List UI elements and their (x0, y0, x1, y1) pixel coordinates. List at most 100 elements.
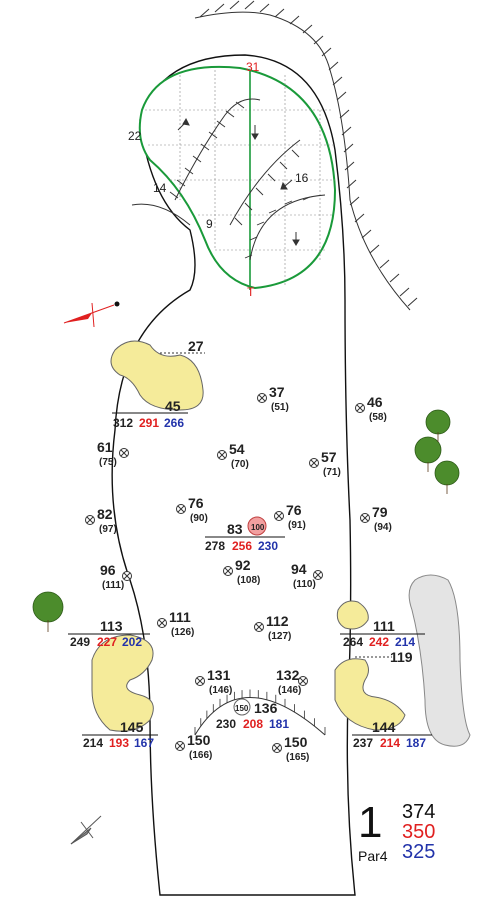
tee-blue-214: 214 (395, 635, 415, 649)
marker-94-yard: 94 (291, 561, 307, 577)
marker-94-sub: (110) (293, 579, 316, 590)
tee-black-264: 264 (343, 635, 363, 649)
marker-76b-yard: 76 (286, 502, 302, 518)
slope-hatching-top (194, 0, 418, 311)
yard-119: 119 (390, 649, 413, 665)
marker-150b-sub: (165) (286, 752, 309, 763)
marker-76b: 76 (91) (274, 502, 306, 531)
marker-92-yard: 92 (235, 557, 251, 573)
marker-150b-yard: 150 (284, 734, 308, 750)
marker-94: 94 (110) (291, 561, 323, 590)
distance-markers: 37(51)46(58)61(75)54(70)57(71)76(90)76(9… (85, 384, 392, 763)
tee-black-249: 249 (70, 635, 90, 649)
marker-150a-yard: 150 (187, 732, 211, 748)
marker-82-sub: (97) (99, 524, 117, 535)
tee-red-242: 242 (369, 635, 389, 649)
marker-131: 131 (146) (195, 667, 232, 696)
water-hazard (408, 574, 471, 747)
dot-150: 150 (235, 704, 249, 713)
tee-blue-266: 266 (164, 416, 184, 430)
tee-red-256: 256 (232, 539, 252, 553)
pin-marker: T (247, 285, 255, 299)
bunker-left-lower (91, 634, 154, 732)
marker-96-sub: (111) (102, 580, 124, 591)
marker-76a-yard: 76 (188, 495, 204, 511)
tee-black-237: 237 (353, 736, 373, 750)
carry-145: 145 (120, 719, 144, 735)
marker-96-yard: 96 (100, 562, 116, 578)
marker-150a-sub: (166) (189, 750, 212, 761)
marker-76b-sub: (91) (288, 520, 306, 531)
tee-red-227: 227 (97, 635, 117, 649)
marker-54-yard: 54 (229, 441, 245, 457)
bunker-right-large (334, 658, 406, 731)
tee-red-291: 291 (139, 416, 159, 430)
marker-111-yard: 111 (169, 609, 191, 625)
green-label-ring1: 14 (153, 181, 167, 195)
wind-compass-icon (70, 815, 102, 845)
center-150: 150 136 230 208 181 (194, 689, 326, 736)
marker-54-sub: (70) (231, 459, 249, 470)
yard-111-right: 111 (373, 618, 395, 634)
marker-150a: 150 (166) (175, 732, 212, 761)
carry-144: 144 (372, 719, 396, 735)
tee-red-208: 208 (243, 717, 263, 731)
marker-37-sub: (51) (271, 402, 289, 413)
green: 31 22 14 9 16 T (128, 60, 337, 299)
total-black: 374 (402, 801, 436, 823)
marker-112-sub: (127) (268, 631, 291, 642)
marker-150b: 150 (165) (272, 734, 309, 763)
marker-61: 61 (75) (97, 439, 129, 468)
marker-131-yard: 131 (207, 667, 231, 683)
tee-black-230: 230 (216, 717, 236, 731)
marker-111: 111 (126) (157, 609, 194, 638)
hole-number: 1 (358, 798, 383, 847)
marker-79-sub: (94) (374, 522, 392, 533)
tee-blue-167: 167 (134, 736, 154, 750)
total-blue: 325 (402, 841, 436, 863)
green-label-left: 22 (128, 129, 142, 143)
bunker-left-landing (110, 340, 204, 411)
bunker-right-small (336, 600, 369, 630)
marker-132-sub: (146) (278, 685, 301, 696)
marker-61-yard: 61 (97, 439, 113, 455)
yard-136: 136 (254, 700, 278, 716)
marker-79-yard: 79 (372, 504, 388, 520)
marker-96: 96 (111) (100, 562, 132, 591)
tee-red-193: 193 (109, 736, 129, 750)
yard-113: 113 (100, 618, 123, 634)
compass-icon (63, 301, 120, 328)
marker-82-yard: 82 (97, 506, 113, 522)
marker-132-yard: 132 (276, 667, 300, 683)
tee-blue-187: 187 (406, 736, 426, 750)
marker-61-sub: (75) (99, 457, 117, 468)
marker-79: 79 (94) (360, 504, 392, 533)
marker-46-yard: 46 (367, 394, 383, 410)
marker-76a: 76 (90) (176, 495, 208, 524)
marker-92: 92(108) (223, 557, 260, 586)
green-label-right: 16 (295, 171, 309, 185)
tee-red-214: 214 (380, 736, 400, 750)
dot-100: 100 (251, 523, 265, 532)
yard-83: 83 (227, 521, 243, 537)
tee-blue-181: 181 (269, 717, 289, 731)
carry-45: 45 (165, 398, 181, 414)
tree-icon (32, 409, 460, 632)
marker-46-sub: (58) (369, 412, 387, 423)
marker-112-yard: 112 (266, 613, 289, 629)
marker-76a-sub: (90) (190, 513, 208, 524)
marker-131-sub: (146) (209, 685, 232, 696)
marker-112: 112 (127) (254, 613, 291, 642)
center-100: 100 83 278 256 230 (205, 516, 285, 553)
yard-27: 27 (188, 338, 204, 354)
slope-hatching-left (131, 203, 191, 226)
marker-46: 46 (58) (355, 394, 387, 423)
tee-black-214: 214 (83, 736, 103, 750)
marker-111-sub: (126) (171, 627, 194, 638)
marker-54: 54 (70) (217, 441, 249, 470)
hole-info: 1 Par4 374 350 325 (358, 801, 468, 871)
tee-blue-230: 230 (258, 539, 278, 553)
marker-57-yard: 57 (321, 449, 337, 465)
total-red: 350 (402, 821, 436, 843)
